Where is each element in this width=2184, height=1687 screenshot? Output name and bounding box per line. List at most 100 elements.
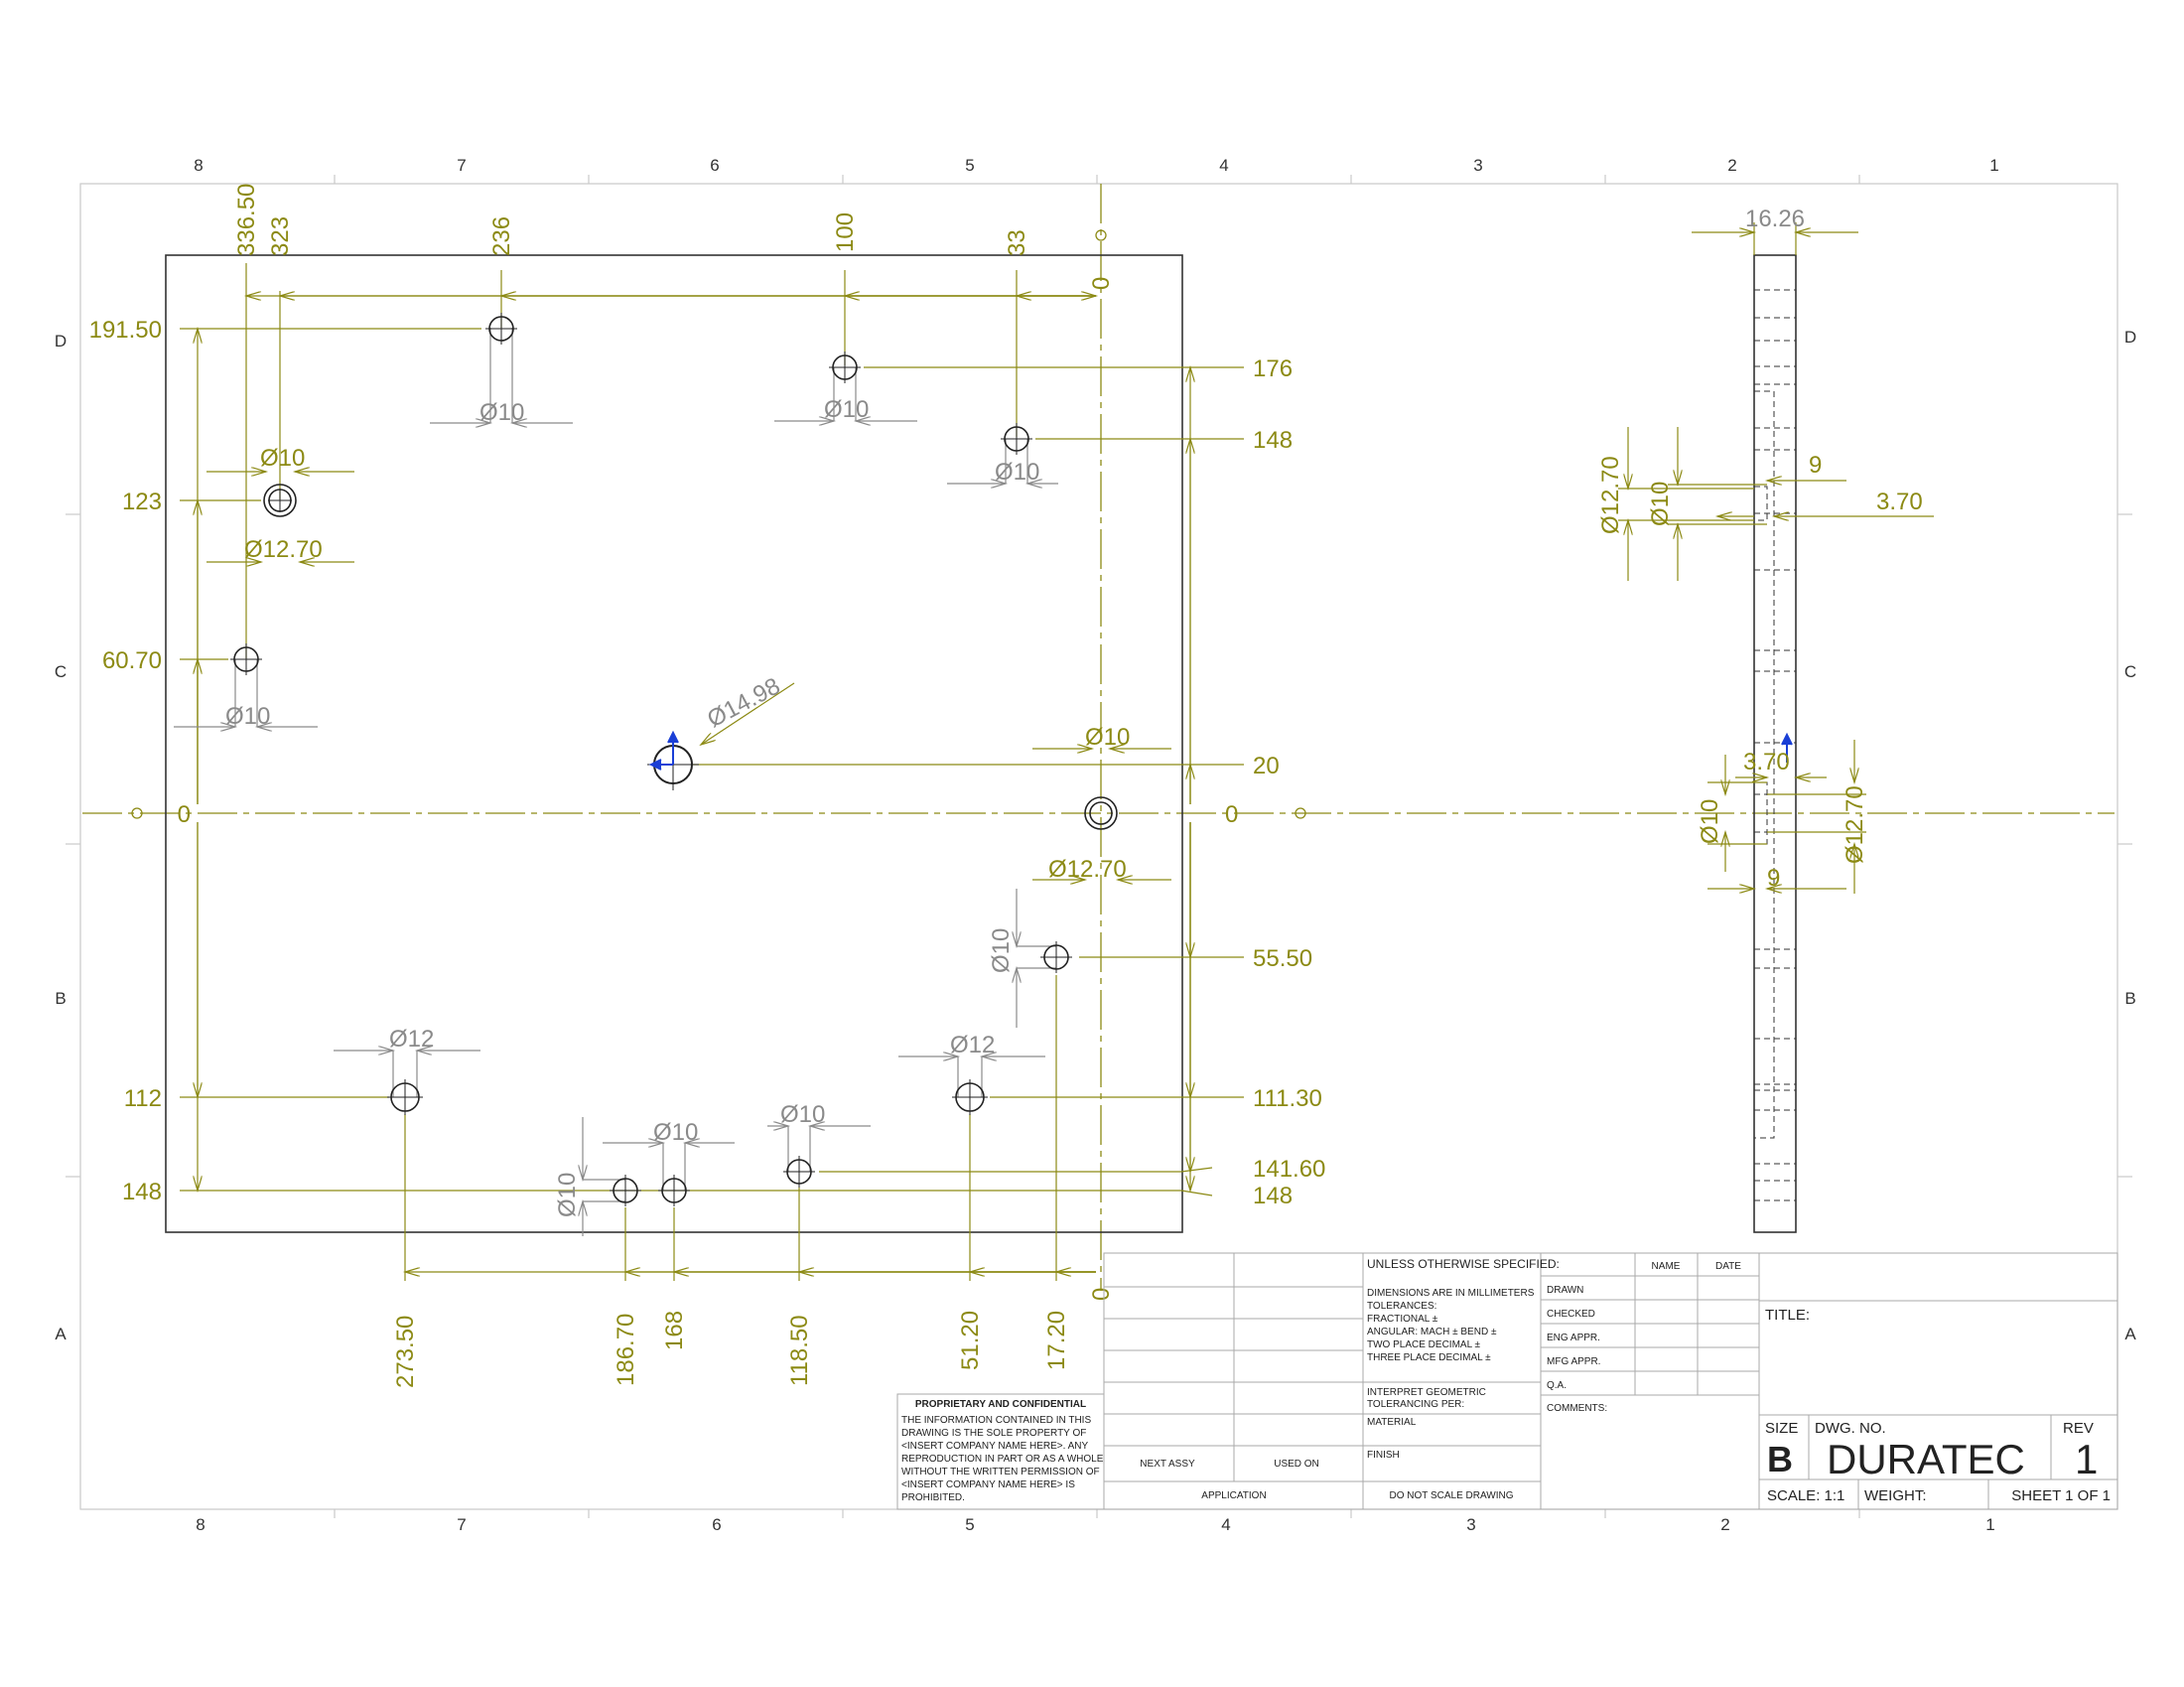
tb-spec-line: ANGULAR: MACH ± BEND ± [1367, 1327, 1497, 1337]
proprietary-line: WITHOUT THE WRITTEN PERMISSION OF [901, 1467, 1100, 1477]
tb-unless: UNLESS OTHERWISE SPECIFIED: [1367, 1257, 1560, 1271]
zone-col-bottom-1: 1 [1985, 1515, 1994, 1534]
dim-top-0: 0 [1088, 277, 1115, 290]
zone-col-bottom-8: 8 [196, 1515, 205, 1534]
hole-33-148 [1001, 423, 1032, 455]
zone-col-bottom-6: 6 [712, 1515, 721, 1534]
dim-top-100: 100 [832, 212, 859, 252]
zone-col-top-1: 1 [1989, 156, 1998, 175]
callout-d12-51: Ø12 [950, 1032, 995, 1058]
side-dim-lower-9: 9 [1767, 865, 1780, 892]
front-view: 336.50 323 236 100 33 0 191.50 123 60.70… [82, 184, 2115, 1388]
hole-51-111 [952, 1079, 988, 1115]
tb-interpret: INTERPRET GEOMETRIC [1367, 1387, 1486, 1398]
dim-bottom-0: 0 [1088, 1288, 1115, 1301]
tb-next-assy: NEXT ASSY [1140, 1459, 1195, 1470]
side-dim-lower-3-70: 3.70 [1743, 749, 1790, 775]
callout-d10-origin: Ø10 [1085, 724, 1130, 751]
tb-interpret: TOLERANCING PER: [1367, 1399, 1464, 1410]
dim-bottom-186-70: 186.70 [613, 1314, 639, 1386]
side-dim-16-26: 16.26 [1745, 206, 1805, 232]
side-dim-upper-9: 9 [1809, 452, 1822, 479]
dim-left-191-50: 191.50 [89, 317, 162, 344]
zone-col-top-4: 4 [1219, 156, 1228, 175]
zone-col-top-3: 3 [1473, 156, 1482, 175]
zone-row-left-b: B [55, 989, 66, 1008]
callout-d1498: Ø14.98 [703, 672, 784, 733]
zone-col-bottom-4: 4 [1221, 1515, 1230, 1534]
zone-col-bottom-3: 3 [1466, 1515, 1475, 1534]
side-origin-marker-icon [1781, 732, 1793, 763]
grey-leaders [174, 328, 1058, 1236]
dim-bottom-118-50: 118.50 [786, 1315, 813, 1386]
tb-dwg-no-label: DWG. NO. [1815, 1420, 1886, 1437]
callout-d10-168: Ø10 [653, 1119, 698, 1146]
tb-role-qa: Q.A. [1547, 1380, 1567, 1391]
hole-186-148 [610, 1175, 641, 1206]
side-dimension-lines [1618, 222, 1934, 894]
hole-55-50 [1040, 941, 1072, 973]
zone-col-top-7: 7 [457, 156, 466, 175]
dim-right-176: 176 [1253, 355, 1293, 382]
zone-col-bottom-7: 7 [457, 1515, 466, 1534]
dim-right-0: 0 [1225, 801, 1238, 828]
proprietary-line: DRAWING IS THE SOLE PROPERTY OF [901, 1428, 1086, 1439]
origin-marker-icon [648, 730, 679, 771]
zone-row-right-d: D [2124, 328, 2136, 347]
hole-118-141 [783, 1156, 815, 1188]
callout-d10-33: Ø10 [995, 459, 1039, 486]
zone-row-left-a: A [55, 1325, 67, 1343]
zone-col-bottom-5: 5 [965, 1515, 974, 1534]
hole-origin [1084, 796, 1118, 830]
hidden-lines [1754, 289, 1796, 1201]
callout-d1270-origin: Ø12.70 [1048, 856, 1127, 883]
tb-rev-label: REV [2063, 1420, 2094, 1437]
hole-336-60 [230, 643, 262, 675]
tb-name: NAME [1652, 1261, 1681, 1272]
zone-col-top-2: 2 [1727, 156, 1736, 175]
tb-dwg-no: DURATEC [1827, 1436, 2025, 1482]
zone-row-right-a: A [2124, 1325, 2136, 1343]
dim-right-55-50: 55.50 [1253, 945, 1312, 972]
hole-323-123 [263, 484, 297, 517]
zone-labels: 8 7 6 5 4 3 2 1 8 7 6 5 4 3 2 1 D C B A … [55, 156, 2136, 1534]
zone-row-left-c: C [55, 662, 67, 681]
tb-application: APPLICATION [1201, 1490, 1266, 1501]
callout-d10-186: Ø10 [554, 1173, 581, 1217]
side-dim-lower-d1270: Ø12.70 [1842, 785, 1868, 864]
tb-comments: COMMENTS: [1547, 1403, 1607, 1414]
dim-bottom-17-20: 17.20 [1043, 1311, 1070, 1370]
dimension-lines [198, 296, 1190, 1272]
dim-bottom-273-50: 273.50 [392, 1316, 419, 1388]
dim-top-236: 236 [488, 216, 515, 256]
zone-col-bottom-2: 2 [1720, 1515, 1729, 1534]
title-block: NEXT ASSY USED ON APPLICATION UNLESS OTH… [1103, 1252, 2118, 1510]
proprietary-line: <INSERT COMPANY NAME HERE> IS [901, 1479, 1075, 1490]
tb-spec-line: THREE PLACE DECIMAL ± [1367, 1352, 1491, 1363]
side-outline [1753, 254, 1797, 1233]
extension-lines [180, 263, 1244, 1281]
dim-left-60-70: 60.70 [102, 647, 162, 674]
callout-d10-323: Ø10 [260, 445, 305, 472]
side-view: 16.26 Ø12.70 Ø10 9 3.70 3.70 Ø10 Ø12.70 … [1597, 206, 1934, 1233]
dim-left-123: 123 [122, 489, 162, 515]
zone-row-right-c: C [2124, 662, 2136, 681]
side-dim-upper-3-70: 3.70 [1876, 489, 1923, 515]
zone-col-top-6: 6 [710, 156, 719, 175]
tb-spec-line: TOLERANCES: [1367, 1301, 1436, 1312]
callout-d10-60: Ø10 [225, 703, 270, 730]
callout-d10-100: Ø10 [824, 396, 869, 423]
tb-material: MATERIAL [1367, 1417, 1417, 1428]
tb-rev: 1 [2075, 1436, 2098, 1482]
dim-right-148-b: 148 [1253, 1183, 1293, 1209]
tb-role-mfg: MFG APPR. [1547, 1356, 1600, 1367]
tb-spec-line: FRACTIONAL ± [1367, 1314, 1438, 1325]
dim-right-111-30: 111.30 [1253, 1085, 1322, 1112]
proprietary-heading: PROPRIETARY AND CONFIDENTIAL [915, 1399, 1086, 1410]
side-dim-lower-d10: Ø10 [1697, 799, 1723, 844]
dim-left-148: 148 [122, 1179, 162, 1205]
zone-row-left-d: D [55, 332, 67, 351]
callout-d10-118: Ø10 [780, 1101, 825, 1128]
dim-right-141-60: 141.60 [1253, 1156, 1325, 1183]
